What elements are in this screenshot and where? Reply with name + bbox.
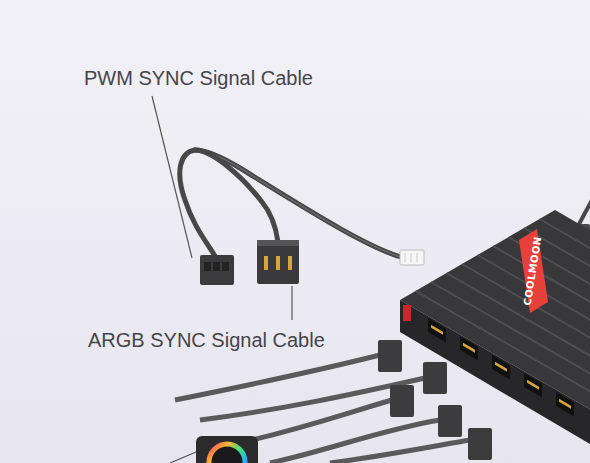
pwm-branch-cable	[180, 150, 215, 256]
plug-slot	[405, 253, 406, 262]
leader-line	[152, 96, 192, 258]
fan-port	[460, 336, 478, 360]
connector-rim	[257, 240, 299, 246]
port-body	[492, 355, 510, 379]
fan-cable	[200, 378, 425, 420]
gold-pin	[276, 256, 280, 270]
connector-slot	[213, 262, 220, 271]
hub-cable	[578, 200, 590, 226]
hub-ridge	[540, 219, 590, 334]
fan-port	[428, 318, 446, 342]
fan-connector	[390, 385, 414, 417]
plug-slot	[411, 253, 412, 262]
red-port	[403, 305, 411, 321]
argb-connector	[257, 240, 299, 284]
brand-tag	[519, 229, 548, 313]
fan-port	[524, 373, 542, 397]
port-body	[556, 392, 574, 416]
sync-cable	[195, 150, 405, 258]
gold-pin	[264, 256, 268, 270]
argb-branch-cable	[195, 150, 278, 242]
port-body	[428, 318, 446, 342]
fan-cable	[270, 420, 440, 463]
port-pins	[431, 325, 443, 335]
port-pins	[495, 362, 507, 372]
connector-slot	[222, 262, 229, 271]
fan-connector	[438, 405, 462, 437]
fan-cable	[330, 440, 470, 463]
port-pins	[559, 399, 571, 409]
fan-rgb-ring	[209, 444, 245, 463]
hub-ridge	[431, 282, 590, 397]
port-body	[524, 373, 542, 397]
fan-connector	[468, 428, 492, 460]
hub-ridge	[416, 291, 590, 406]
white-plug	[400, 250, 424, 265]
fan-port	[492, 355, 510, 379]
fan-connector	[378, 340, 402, 372]
leader-line	[291, 286, 292, 320]
cable-highlight	[195, 150, 405, 258]
fan-connector	[423, 362, 447, 394]
port-pins	[463, 343, 475, 353]
pwm-connector	[200, 255, 234, 285]
callout-label: PWM SYNC Signal Cable	[84, 68, 313, 88]
fan-port	[556, 392, 574, 416]
plug-slot	[417, 253, 418, 262]
port-body	[460, 336, 478, 360]
hub-ridge	[509, 237, 590, 352]
port-pins	[527, 380, 539, 390]
connector-slot	[204, 262, 211, 271]
callout-label: ARGB SYNC Signal Cable	[88, 330, 325, 350]
gold-pin	[288, 256, 292, 270]
leader-line	[170, 452, 196, 463]
